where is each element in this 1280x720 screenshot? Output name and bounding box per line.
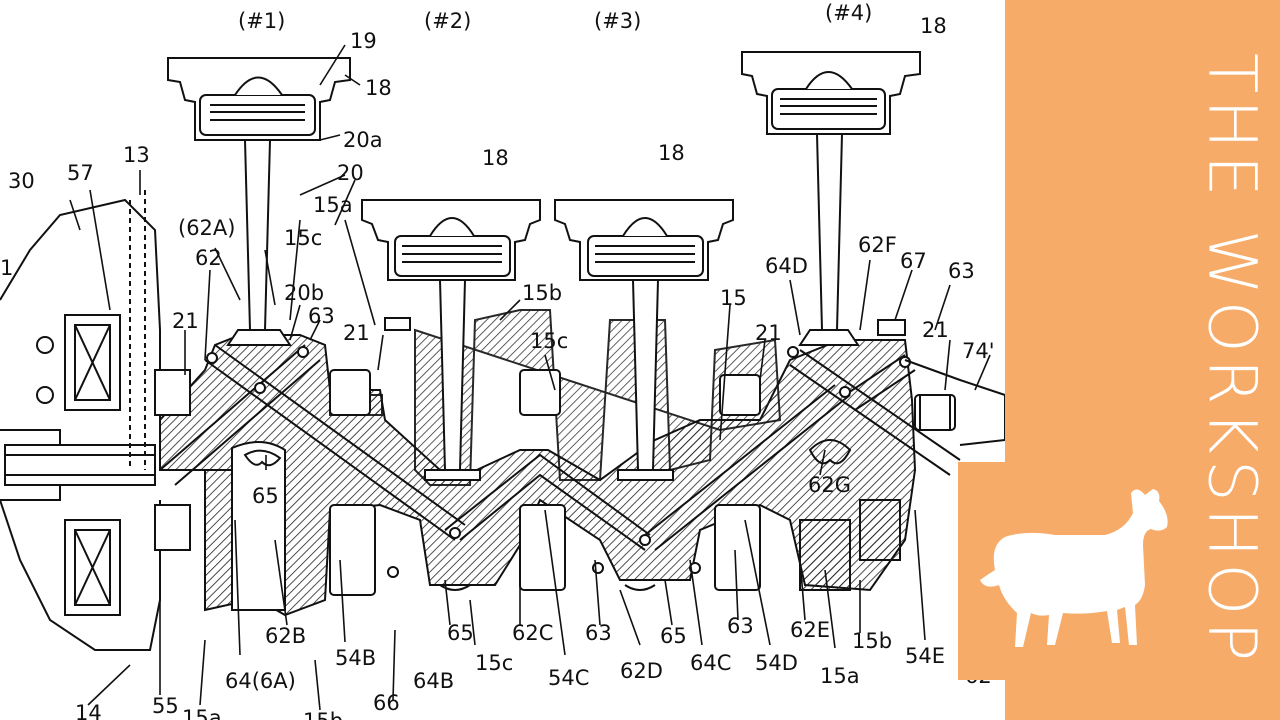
label-21: 21 xyxy=(922,318,949,342)
label-15b: 15b xyxy=(852,629,892,653)
label-62D: 62D xyxy=(620,659,663,683)
label-64-6A: 64(6A) xyxy=(225,669,296,693)
label-64B: 64B xyxy=(413,669,454,693)
label-74-prime: 74' xyxy=(962,339,995,363)
label-21: 21 xyxy=(172,309,199,333)
label-20a: 20a xyxy=(343,128,383,152)
pocket-1 xyxy=(329,369,371,416)
label-18: 18 xyxy=(482,146,509,170)
label-62: 62 xyxy=(195,246,222,270)
label-15c: 15c xyxy=(284,226,322,250)
label-15b: 15b xyxy=(303,709,343,720)
horse-logo-icon xyxy=(980,489,1168,647)
label-15b: 15b xyxy=(522,281,562,305)
crankshaft-diagram: (#1) (#2) (#3) (#4) 19 18 18 18 18 20a 2… xyxy=(0,1,1006,720)
callout-labels: (#1) (#2) (#3) (#4) 19 18 18 18 18 20a 2… xyxy=(0,1,995,720)
label-19: 19 xyxy=(350,29,377,53)
label-67: 67 xyxy=(900,249,927,273)
label-54B: 54B xyxy=(335,646,376,670)
pocket-7 xyxy=(714,504,761,591)
cylinder-label-2: (#2) xyxy=(424,9,471,33)
label-64C: 64C xyxy=(690,651,731,675)
label-62C: 62C xyxy=(512,621,553,645)
pocket-6 xyxy=(519,504,566,591)
label-15c: 15c xyxy=(475,651,513,675)
piston-4 xyxy=(741,51,921,346)
label-62A: (62A) xyxy=(178,216,235,240)
label-55: 55 xyxy=(152,694,179,718)
label-15c: 15c xyxy=(530,329,568,353)
label-65: 65 xyxy=(252,484,279,508)
label-18: 18 xyxy=(920,14,947,38)
left-housing xyxy=(0,190,191,651)
label-62B: 62B xyxy=(265,624,306,648)
label-15: 15 xyxy=(720,286,747,310)
label-14: 14 xyxy=(75,701,102,720)
brand-title: THE WORKSHOP xyxy=(1193,52,1271,668)
label-66: 66 xyxy=(373,691,400,715)
oil-passages xyxy=(159,344,961,578)
label-64D: 64D xyxy=(765,254,808,278)
label-15a: 15a xyxy=(313,193,353,217)
pocket-5 xyxy=(329,504,376,596)
label-15a: 15a xyxy=(820,664,860,688)
label-54C: 54C xyxy=(548,666,589,690)
cylinder-label-3: (#3) xyxy=(594,9,641,33)
label-62E: 62E xyxy=(790,618,830,642)
leader-lines xyxy=(69,44,991,711)
label-20b: 20b xyxy=(284,281,324,305)
label-18: 18 xyxy=(658,141,685,165)
label-62G: 62G xyxy=(808,473,851,497)
label-21: 21 xyxy=(343,321,370,345)
right-section xyxy=(243,317,1006,591)
piston-1 xyxy=(167,57,351,346)
label-62F: 62F xyxy=(858,233,897,257)
pocket-3 xyxy=(719,374,761,416)
label-30: 30 xyxy=(8,169,35,193)
cylinder-label-4: (#4) xyxy=(825,1,872,25)
label-57: 57 xyxy=(67,161,94,185)
label-15a: 15a xyxy=(182,706,222,720)
label-63: 63 xyxy=(727,614,754,638)
pocket-2 xyxy=(519,369,561,416)
label-1: 1 xyxy=(0,256,13,280)
label-54D: 54D xyxy=(755,651,798,675)
label-65: 65 xyxy=(447,621,474,645)
label-20: 20 xyxy=(337,161,364,185)
label-21: 21 xyxy=(755,321,782,345)
piston-3 xyxy=(554,199,734,481)
cylinder-label-1: (#1) xyxy=(238,9,285,33)
pistons xyxy=(167,51,921,481)
pocket-8 xyxy=(231,441,286,611)
label-54E: 54E xyxy=(905,644,945,668)
label-63: 63 xyxy=(585,621,612,645)
label-18: 18 xyxy=(365,76,392,100)
label-13: 13 xyxy=(123,143,150,167)
label-63: 63 xyxy=(948,259,975,283)
label-65: 65 xyxy=(660,624,687,648)
label-63: 63 xyxy=(308,304,335,328)
piston-2 xyxy=(361,199,541,481)
